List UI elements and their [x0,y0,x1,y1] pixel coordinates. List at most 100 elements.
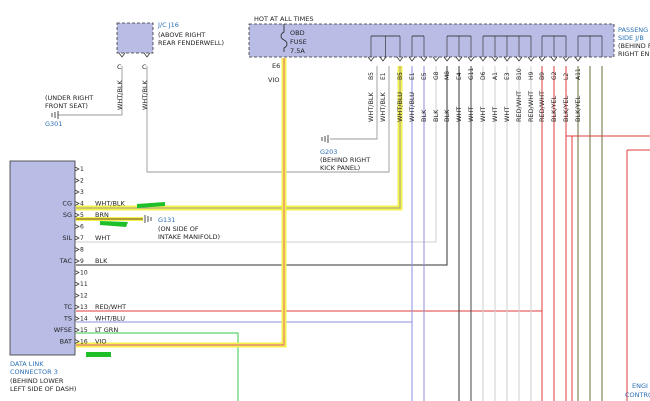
wires [58,58,650,401]
jb-pin-arrow [550,56,558,62]
dlc-signal-name: CG [62,200,72,208]
j16-loc-1: (ABOVE RIGHT [158,31,205,39]
dlc-pin-arrow [74,327,80,333]
dlc-signal-name: TAC [59,257,73,265]
j16-wire-right: WHT/BLK [141,79,149,110]
dlc-signal-name: SG [63,211,72,219]
jb-pin-label: B5 [397,72,404,80]
jb-pin-arrow [432,56,440,62]
j16-body [116,22,154,54]
jb-loc-2: RIGHT EN [618,50,650,58]
dlc-pin-number: 3 [80,189,84,196]
jb-pin-label: E4 [456,72,463,80]
wire-ts [76,66,413,323]
jb-pin-arrow [527,56,535,62]
wire-j16-right [146,66,390,173]
g131-label-2: INTAKE MANIFOLD) [158,233,220,241]
dlc-pin-arrow [74,316,80,321]
jb-wire-color: BLK [443,109,451,122]
ground-icon [321,135,329,143]
jb-pin-label: G11 [468,68,475,80]
jb-wire-color: BLK/YEL [550,95,558,122]
jb-pin-label: A11 [575,68,582,80]
jb-body [248,23,615,58]
ecm-label-1: ENGI [632,382,648,390]
dlc-wire-color: WHT/BLU [95,315,125,323]
dlc-wire-color: BLK [95,257,108,265]
wire-wfse [76,332,239,401]
jb-title-1: PASSENG [618,26,648,34]
jb-pin-label: L2 [563,73,570,80]
dlc-pin-number: 2 [80,178,84,185]
dlc-pin-arrow [74,258,80,264]
wire-cg-highlight [76,66,403,211]
jb-pin-label: A1 [492,72,499,80]
jb-pin-label: E3 [504,72,511,80]
dlc-pin-number: 6 [80,224,84,231]
ground-g301: (UNDER RIGHT FRONT SEAT) G301 [45,94,93,128]
jb-pin-arrow [503,56,511,62]
j16-pin-right: C [142,63,147,71]
dlc-signal-name: TC [63,303,73,311]
dlc-wire-color: LT GRN [95,326,118,334]
jb-pin-label: B10 [516,68,523,80]
j16-loc-2: REAR FENDERWELL) [158,39,224,47]
dlc-pin-number: 16 [80,339,88,346]
dlc-pin-arrow [74,304,80,310]
dlc-pin-number: 5 [80,212,84,219]
j16-title: J/C J16 [157,21,179,29]
dlc-pin-number: 12 [80,293,88,300]
jb-wire-color: WHT [491,107,499,122]
marker-bat [86,352,111,357]
jb-pin-label: E1 [409,72,416,80]
dlc-pin-number: 1 [80,166,84,173]
fuse-pin: E6 [272,62,280,70]
dlc-pin-arrow [74,178,80,183]
jb-pin-label: E1 [380,72,387,80]
g203-label-2: KICK PANEL) [320,164,360,172]
jb-pin-arrow [467,56,475,62]
jb-pin-arrow [562,56,570,62]
jb-pin-label: D6 [480,71,487,80]
j16-wire-left: WHT/BLK [116,79,124,110]
g131-label-1: (ON SIDE OF [158,225,199,233]
dlc-signal-name: BAT [60,338,72,346]
dlc-signal-name: SIL [62,234,72,242]
g203-label-1: (BEHIND RIGHT [320,156,370,164]
jb-pin-arrow [443,56,451,62]
jb-wire-color: WHT/BLK [367,91,375,122]
wire-cg [76,66,401,209]
jb-pin-label: B9 [539,72,546,80]
dlc-signal-name: TS [63,315,72,323]
jb-wire-color: WHT [503,107,511,122]
dlc-pin-number: 11 [80,281,88,288]
jb-pin-arrow [408,56,416,62]
dlc-pin-number: 10 [80,270,88,277]
dlc-pin-number: 4 [80,201,84,208]
jb-pin-label: B5 [368,72,375,80]
j16-pin-left: C [117,63,122,71]
dlc-pin-arrow [74,166,80,172]
dlc-pin-arrow [74,281,80,287]
dlc-pin-number: 15 [80,327,88,334]
dlc-pin-arrow [74,224,80,229]
dlc-pin-number: 7 [80,235,84,242]
fuse-rating: 7.5A [290,47,305,55]
jb-wire-color: WHT [467,107,475,122]
dlc-pin-number: 9 [80,258,84,265]
fuse-name: OBD [290,29,305,37]
marker-sg [100,221,128,227]
jb-wire-color: WHT/BLK [379,91,387,122]
passenger-side-jb: HOT AT ALL TIMES OBD FUSE 7.5A E6 VIO PA… [248,15,650,122]
dlc-pin-arrow [74,212,80,218]
dlc-signal-name: WFSE [54,326,72,334]
jb-wire-color: BLK/YEL [574,95,582,122]
ground-g203: G203 (BEHIND RIGHT KICK PANEL) [320,135,370,172]
jb-wire-color: RED/WHT [527,91,535,122]
dlc-pin-arrow [74,339,80,344]
dlc-pin-arrow [74,270,80,275]
jb-wire-color: WHT [455,107,463,122]
